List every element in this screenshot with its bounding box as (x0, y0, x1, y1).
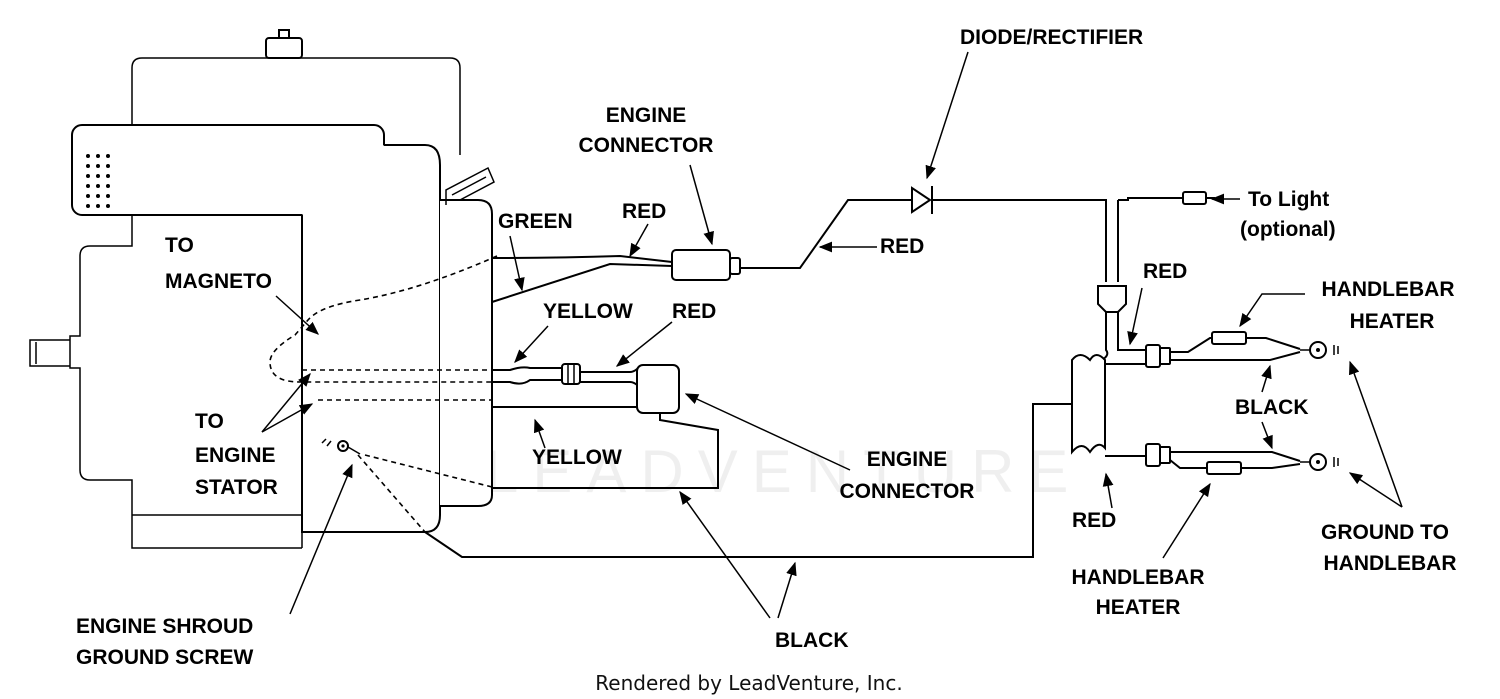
engine-connector-top (671, 249, 741, 281)
internal-wires (269, 255, 498, 533)
label-to-engine-stator-1: TO (195, 410, 224, 433)
label-engine-connector-top-2: CONNECTOR (579, 134, 714, 157)
labels: DIODE/RECTIFIER ENGINE CONNECTOR GREEN R… (76, 26, 1457, 669)
harness-body (1071, 354, 1106, 455)
label-engine-connector-bottom-1: ENGINE (867, 448, 948, 471)
label-red-top: RED (622, 200, 666, 223)
label-red-mid: RED (672, 300, 716, 323)
label-to-magneto-1: TO (165, 234, 194, 257)
label-engine-shroud-2: GROUND SCREW (76, 646, 254, 669)
label-handlebar-heater-top-2: HEATER (1350, 310, 1435, 333)
label-handlebar-heater-bottom-1: HANDLEBAR (1072, 566, 1205, 589)
shroud-ground-screw (321, 438, 361, 455)
label-to-engine-stator-2: ENGINE (195, 444, 276, 467)
label-engine-connector-top-1: ENGINE (606, 104, 687, 127)
external-wires (424, 197, 1215, 558)
leader-arrows (261, 51, 1403, 619)
engine-connector-bottom (561, 363, 680, 414)
label-engine-connector-bottom-2: CONNECTOR (840, 480, 975, 503)
label-engine-shroud-1: ENGINE SHROUD (76, 615, 253, 638)
label-handlebar-heater-top-1: HANDLEBAR (1322, 278, 1455, 301)
upper-heater-branch (1105, 331, 1339, 368)
light-connector (1182, 191, 1207, 205)
label-black-bottom: BLACK (775, 629, 849, 652)
label-yellow-bottom: YELLOW (532, 446, 622, 469)
label-to-engine-stator-3: STATOR (195, 476, 278, 499)
label-ground-to-handlebar-2: HANDLEBAR (1324, 552, 1457, 575)
label-diode-rectifier: DIODE/RECTIFIER (960, 26, 1143, 49)
lower-heater-branch (1105, 443, 1339, 475)
label-to-light-1: To Light (1248, 188, 1329, 211)
label-handlebar-heater-bottom-2: HEATER (1096, 596, 1181, 619)
label-black-right: BLACK (1235, 396, 1309, 419)
diode-rectifier (911, 186, 933, 214)
engine (29, 29, 495, 549)
label-red-right-bottom: RED (1072, 509, 1116, 532)
label-red-diode: RED (880, 235, 924, 258)
label-to-magneto-2: MAGNETO (165, 270, 272, 293)
label-yellow-top: YELLOW (543, 300, 633, 323)
label-to-light-2: (optional) (1240, 218, 1336, 241)
label-green: GREEN (498, 210, 573, 233)
watermark: LEADVENTURE (485, 438, 1082, 505)
credit-text: Rendered by LeadVenture, Inc. (595, 671, 902, 695)
label-ground-to-handlebar-1: GROUND TO (1321, 521, 1449, 544)
label-red-right-top: RED (1143, 260, 1187, 283)
harness-junction (1097, 285, 1127, 313)
